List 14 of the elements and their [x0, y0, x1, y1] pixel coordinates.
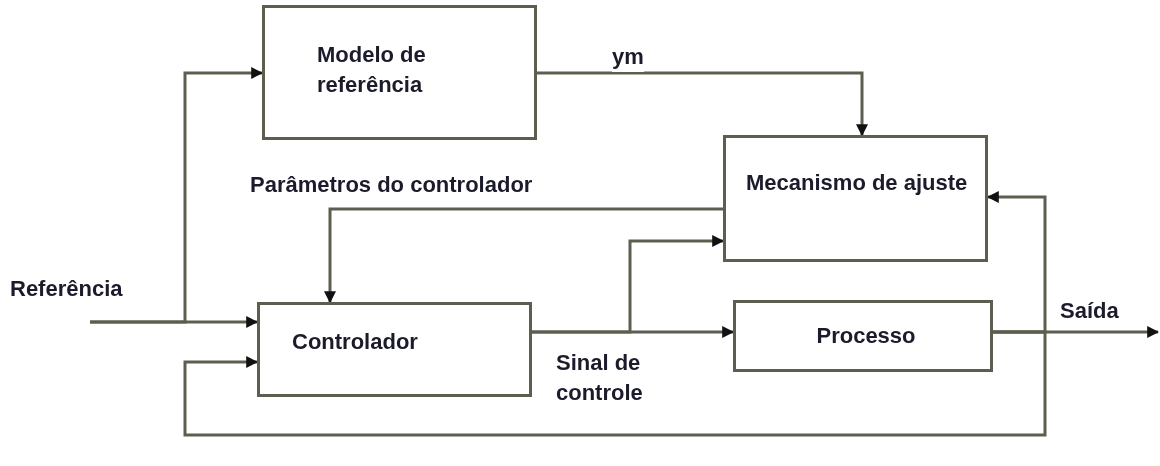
block-label: Modelo de referência [317, 41, 427, 99]
arrow [537, 71, 868, 137]
block-label: Controlador [292, 328, 419, 356]
block-label: Mecanismo de ajuste [746, 169, 969, 197]
process-box [733, 300, 993, 372]
arrow [324, 207, 723, 304]
process-box [262, 5, 537, 140]
block-label: Processo [815, 322, 917, 350]
process-box [723, 135, 988, 262]
arrow [986, 191, 1047, 334]
arrow [183, 330, 1047, 437]
arrow [90, 316, 259, 328]
process-box [257, 302, 532, 397]
arrow [532, 235, 725, 334]
